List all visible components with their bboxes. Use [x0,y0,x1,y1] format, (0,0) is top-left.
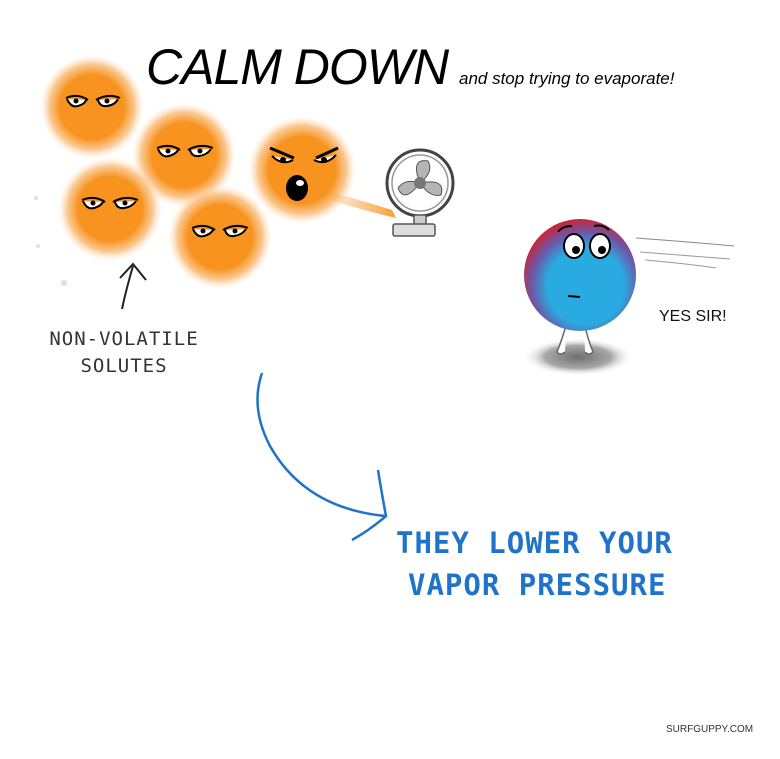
solvent-molecule [523,219,636,376]
up-arrow-icon [119,262,147,310]
solute-particle [248,116,356,224]
solute-particle [58,157,162,261]
curved-arrow-icon [256,372,388,542]
credit: SURFGUPPY.COM [666,724,754,735]
solute-particle [40,55,144,159]
punchline-line-1: THEY LOWER YOUR [396,526,673,560]
solute-particle [132,103,236,207]
solute-label-line-1: NON-VOLATILE [49,328,199,350]
solute-particle [168,185,272,289]
wind-blast [330,192,396,218]
reply-text: YES SIR! [659,308,727,325]
title: CALM DOWN [146,39,449,95]
fan-icon [385,148,455,237]
speed-lines [635,237,735,269]
punchline-line-2: VAPOR PRESSURE [408,568,667,602]
punchline: THEY LOWER YOUR VAPOR PRESSURE [396,522,756,606]
subtitle: and stop trying to evaporate! [459,69,675,88]
solute-label: NON-VOLATILE SOLUTES [26,326,222,380]
solute-label-line-2: SOLUTES [80,355,168,377]
